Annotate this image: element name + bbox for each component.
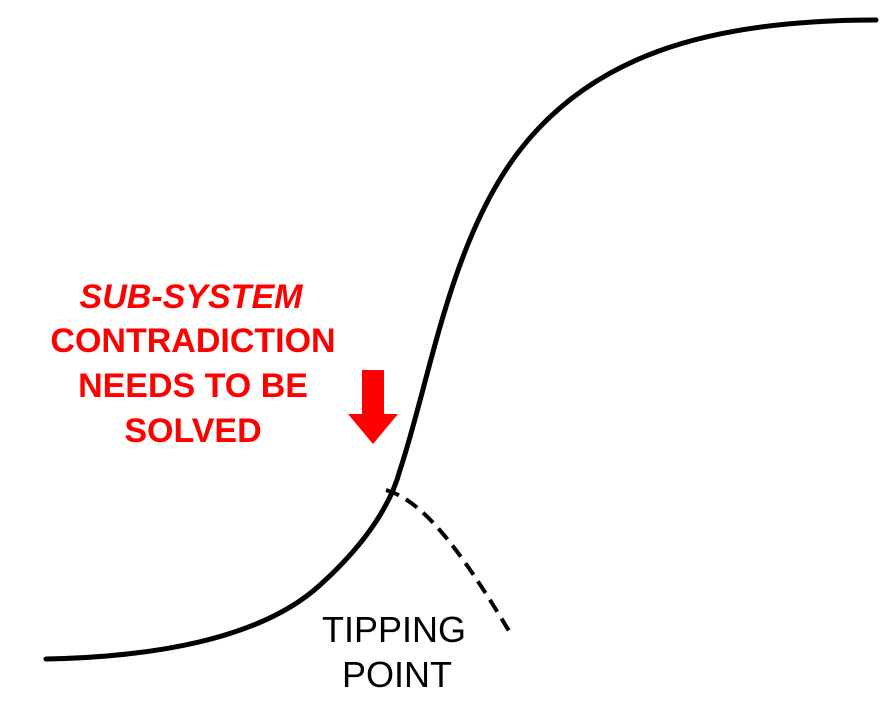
annotation-line-2: CONTRADICTION: [50, 322, 335, 360]
s-curve-line: [43, 17, 879, 662]
down-arrow-icon: [348, 370, 398, 444]
tipping-dashed-branch: [385, 488, 514, 638]
tipping-label-line-2: POINT: [342, 654, 452, 695]
annotation-line-4: SOLVED: [124, 412, 261, 450]
annotation-line-1: SUB-SYSTEM: [80, 278, 304, 316]
tipping-label-line-1: TIPPING: [322, 609, 466, 650]
annotation-line-3: NEEDS TO BE: [78, 367, 308, 405]
